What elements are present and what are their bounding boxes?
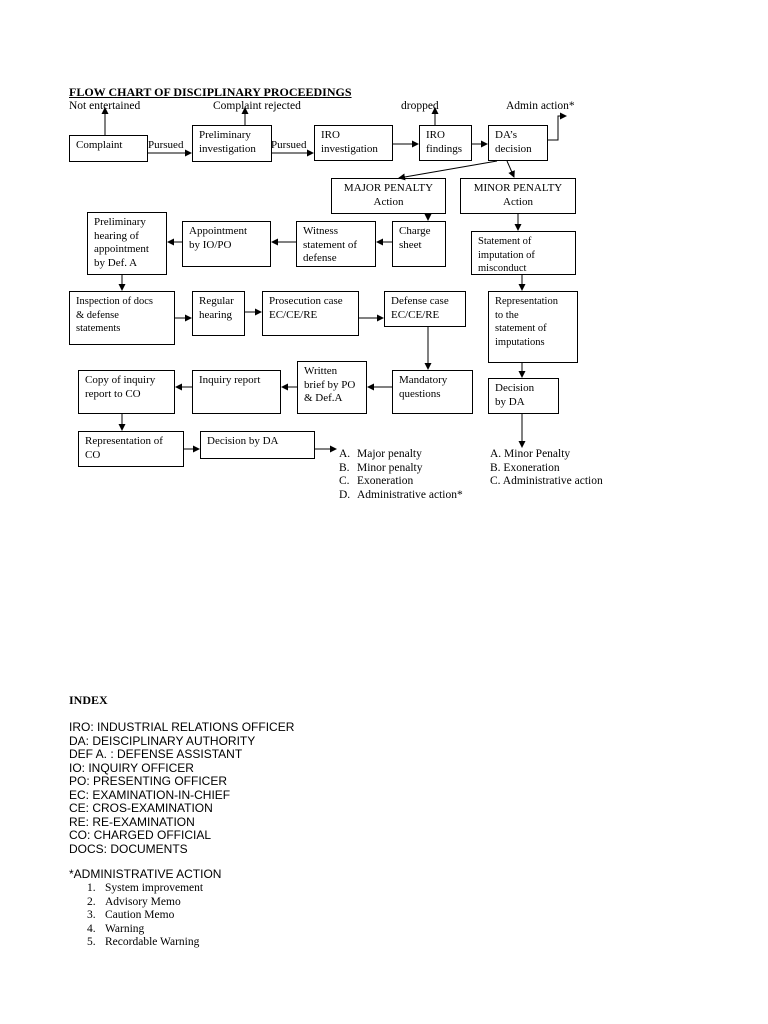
major-outcome-list: A.Major penalty B.Minor penalty C.Exoner… [339,448,463,502]
index-entry: DOCS: DOCUMENTS [69,841,188,856]
outcome-complaint-rejected: Complaint rejected [213,100,301,112]
edge-label-pursued: Pursued [148,139,184,151]
node-witness-statement: Witness statement of defense [296,221,376,267]
node-copy-inquiry-report: Copy of inquiry report to CO [78,370,175,414]
node-written-brief: Written brief by PO & Def.A [297,361,367,414]
node-iro-investigation: IRO investigation [314,125,393,161]
minor-outcome-item: A. Minor Penalty [490,448,571,460]
arrow-decision-minor [506,160,515,178]
node-minor-penalty: MINOR PENALTY Action [460,178,576,214]
admin-action-item: 1.System improvement [87,882,204,894]
node-complaint: Complaint [69,135,148,162]
admin-action-item: 3.Caution Memo [87,909,175,921]
minor-outcome-item: C. Administrative action [490,475,603,487]
index-entry: CO: CHARGED OFFICIAL [69,828,212,842]
major-outcome-item: A.Major penalty [339,448,422,460]
minor-outcome-item: B. Exoneration [490,461,560,474]
node-iro-findings: IRO findings [419,125,472,161]
index-entry: PO: PRESENTING OFFICER [69,774,228,788]
admin-action-heading: *ADMINISTRATIVE ACTION [69,867,222,881]
arrow-decision-admin-action [548,112,567,141]
minor-outcome-list: A. Minor Penalty B. Exoneration C. Admin… [490,448,603,489]
page-title: FLOW CHART OF DISCIPLINARY PROCEEDINGS [69,85,352,99]
edge-label-pursued: Pursued [271,139,307,151]
node-decision-by-da-minor: Decision by DA [488,378,559,414]
index-list: IRO: INDUSTRIAL RELATIONS OFFICER DA: DE… [69,720,295,856]
index-heading: INDEX [69,693,108,707]
node-appointment: Appointment by IO/PO [182,221,271,267]
index-entry: RE: RE-EXAMINATION [69,814,195,829]
node-major-penalty: MAJOR PENALTY Action [331,178,446,214]
admin-action-list: 1.System improvement 2.Advisory Memo 3.C… [87,882,203,950]
node-representation-statement: Representation to the statement of imput… [488,291,578,363]
node-preliminary-investigation: Preliminary investigation [192,125,272,162]
node-prosecution-case: Prosecution case EC/CE/RE [262,291,359,336]
major-outcome-item: C.Exoneration [339,475,414,487]
index-entry: EC: EXAMINATION-IN-CHIEF [69,787,231,802]
index-entry: DA: DEISCIPLINARY AUTHORITY [69,733,256,748]
node-mandatory-questions: Mandatory questions [392,370,473,414]
node-inspection-docs: Inspection of docs & defense statements [69,291,175,345]
node-charge-sheet: Charge sheet [392,221,446,267]
node-defense-case: Defense case EC/CE/RE [384,291,466,327]
index-entry: IRO: INDUSTRIAL RELATIONS OFFICER [69,720,295,734]
outcome-dropped: dropped [401,100,439,112]
admin-action-item: 4.Warning [87,922,145,935]
node-inquiry-report: Inquiry report [192,370,281,414]
node-decision-by-da-major: Decision by DA [200,431,315,459]
arrow-decision-major [398,160,498,181]
node-statement-imputation: Statement of imputation of misconduct [471,231,576,275]
admin-action-item: 2.Advisory Memo [87,895,181,908]
node-preliminary-hearing: Preliminary hearing of appointment by De… [87,212,167,275]
node-representation-co: Representation of CO [78,431,184,467]
index-entry: IO: INQUIRY OFFICER [69,760,194,775]
major-outcome-item: B.Minor penalty [339,461,423,474]
index-entry: DEF A. : DEFENSE ASSISTANT [69,747,243,761]
node-das-decision: DA’s decision [488,125,548,161]
major-outcome-item: D.Administrative action* [339,488,463,501]
admin-action-item: 5.Recordable Warning [87,936,200,948]
node-regular-hearing: Regular hearing [192,291,245,336]
outcome-admin-action: Admin action* [506,100,575,112]
outcome-not-entertained: Not entertained [69,100,141,112]
index-entry: CE: CROS-EXAMINATION [69,801,213,815]
